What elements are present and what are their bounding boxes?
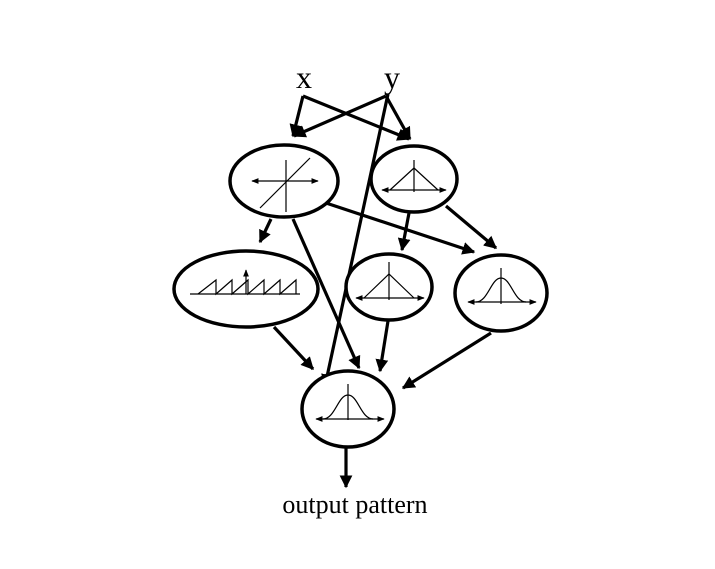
input-x-label: x [296, 59, 312, 95]
output-pattern-label: output pattern [282, 490, 427, 519]
linear-function-icon [251, 157, 319, 212]
edge-linear-to-sawtooth [258, 218, 273, 244]
input-y-label: y [384, 59, 400, 95]
sawtooth-function-icon [190, 269, 300, 296]
edge-x-to-triangle-top [302, 94, 411, 141]
edge-linear-to-output [291, 218, 361, 370]
edge-y-to-output [321, 93, 390, 388]
node-triangle-top [369, 144, 459, 214]
node-gaussian-output [300, 369, 396, 449]
node-gaussian-right [453, 253, 549, 333]
edge-y-to-triangle-top [384, 95, 412, 141]
node-triangle-mid [344, 252, 434, 322]
triangle-function-icon [381, 160, 447, 193]
node-sawtooth [172, 249, 320, 329]
edge-x-to-linear [289, 95, 305, 138]
edge-triangle-top-to-gaussian-right [444, 204, 498, 250]
edge-triangle-mid-to-output [375, 320, 390, 373]
edge-gaussian-right-to-output [401, 331, 492, 390]
edge-y-to-linear [292, 94, 387, 138]
edges [258, 93, 498, 489]
gaussian-function-icon [315, 384, 385, 422]
edge-triangle-top-to-triangle-mid [397, 212, 411, 252]
gaussian-function-icon [467, 268, 537, 305]
edge-linear-to-gaussian-right [325, 201, 476, 255]
edge-sawtooth-to-output [272, 325, 315, 371]
node-linear [228, 143, 340, 219]
triangle-function-icon [355, 262, 425, 301]
